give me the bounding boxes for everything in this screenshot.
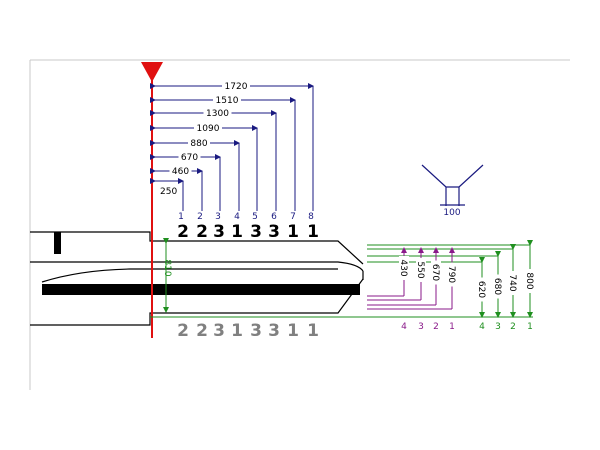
groove-symbol: [421, 164, 484, 206]
bottom-value: 3: [268, 321, 280, 341]
bottom-value: 3: [213, 321, 225, 341]
purple-number: 2: [433, 322, 439, 332]
green-dim-label: 800: [524, 272, 534, 289]
position-number: 5: [252, 212, 258, 222]
purple-dim-label-bg: [447, 262, 457, 287]
top-dim-label-bg: [169, 166, 192, 176]
purple-dim-label-bg: [399, 256, 409, 280]
purple-number: 4: [401, 322, 407, 332]
purple-dim-label-bg: [431, 260, 441, 285]
green-dim-label-bg: [508, 271, 518, 295]
green-dim-label: 680: [492, 278, 502, 295]
green-dim-label-bg: [525, 269, 535, 293]
top-value: 1: [287, 222, 299, 242]
top-dim-label: 460: [172, 167, 189, 177]
green-number: 1: [527, 322, 533, 332]
purple-number: 1: [449, 322, 455, 332]
position-number: 7: [290, 212, 296, 222]
top-value: 3: [268, 222, 280, 242]
position-number: 3: [215, 212, 221, 222]
top-dim-label-bg: [213, 95, 241, 105]
green-dim-label: 620: [476, 281, 486, 298]
green-number: 3: [495, 322, 501, 332]
position-number: 6: [271, 212, 277, 222]
purple-dim-label-bg: [416, 258, 426, 282]
workpiece-inner-lower: [41, 268, 338, 283]
green-dim-label: 740: [507, 274, 517, 291]
bottom-value: 1: [231, 321, 243, 341]
bottom-value: 2: [177, 321, 189, 341]
purple-dim-label: 790: [446, 266, 456, 283]
height-dimension: 810: [162, 238, 172, 313]
position-numbers: 1 2 3 4 5 6 7 8: [178, 212, 314, 222]
top-dim-label: 1090: [197, 124, 220, 134]
workpiece-upper-outline: [30, 231, 364, 265]
groove-width-label: 100: [443, 208, 460, 218]
top-value: 2: [196, 222, 208, 242]
top-dimension-labels: 250 460 670 880 1090 1300 1510 1720: [160, 81, 250, 197]
position-number: 1: [178, 212, 184, 222]
bottom-value: 2: [196, 321, 208, 341]
position-number: 4: [234, 212, 240, 222]
purple-dim-label: 550: [415, 261, 425, 278]
purple-number: 3: [418, 322, 424, 332]
bottom-value: 3: [250, 321, 262, 341]
green-number: 2: [510, 322, 516, 332]
bottom-value: 1: [287, 321, 299, 341]
top-value: 1: [231, 222, 243, 242]
top-value: 1: [307, 222, 319, 242]
height-dimension-label: 810: [162, 259, 172, 276]
green-number: 4: [479, 322, 485, 332]
top-value: 3: [213, 222, 225, 242]
purple-dim-label: 430: [398, 259, 408, 276]
green-dim-label-bg: [477, 277, 487, 302]
top-value: 3: [250, 222, 262, 242]
bottom-value: 1: [307, 321, 319, 341]
top-dim-label-bg: [222, 81, 250, 91]
workpiece-top-block: [54, 232, 61, 254]
top-dim-label: 1510: [216, 96, 239, 106]
workpiece: [30, 231, 364, 326]
top-dim-label: 1720: [225, 82, 248, 92]
top-dim-label: 670: [181, 153, 198, 163]
top-dim-label-bg: [178, 152, 201, 162]
reference-marker-icon: [141, 62, 163, 82]
top-dim-label-bg: [203, 108, 232, 118]
workpiece-dark-band: [42, 284, 360, 295]
top-value: 2: [177, 222, 189, 242]
workpiece-lower-outline: [30, 278, 364, 326]
green-dim-label-bg: [493, 274, 503, 299]
top-dim-label: 250: [160, 187, 177, 197]
position-number: 8: [308, 212, 314, 222]
top-dim-label-bg: [188, 138, 210, 148]
top-dim-label: 1300: [206, 109, 229, 119]
top-dim-label: 880: [190, 139, 207, 149]
position-number: 2: [197, 212, 203, 222]
purple-dim-label: 670: [430, 264, 440, 281]
top-dim-label-bg: [194, 123, 222, 133]
workpiece-inner-upper: [30, 261, 364, 272]
